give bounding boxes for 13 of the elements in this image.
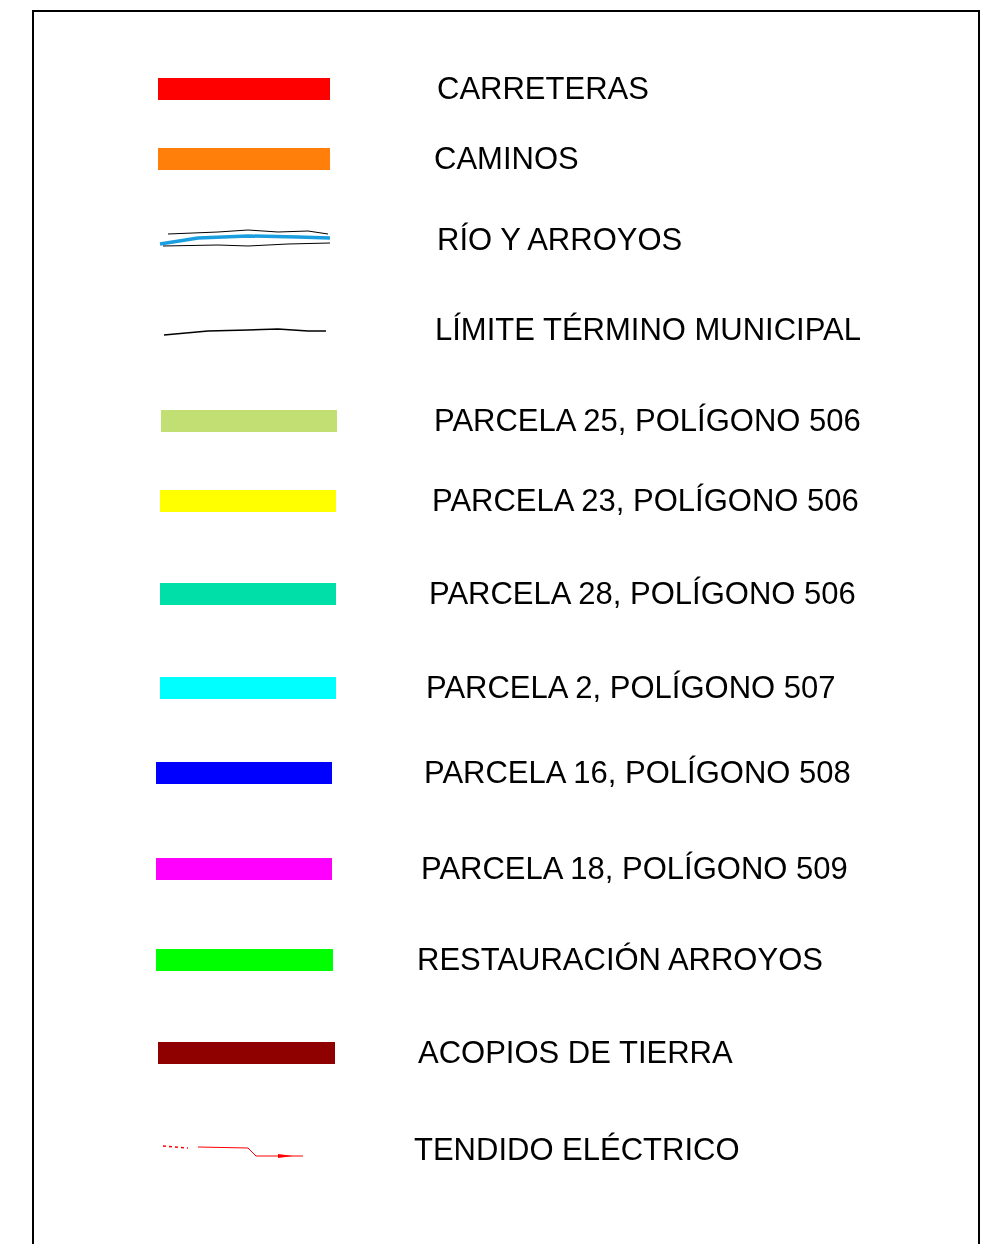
legend-label: PARCELA 23, POLÍGONO 506 [432,483,859,519]
legend-label: TENDIDO ELÉCTRICO [414,1132,740,1168]
legend-label: CAMINOS [434,141,579,177]
legend-label: PARCELA 18, POLÍGONO 509 [421,851,848,887]
legend-label: PARCELA 16, POLÍGONO 508 [424,755,851,791]
legend-label: RÍO Y ARROYOS [437,222,683,258]
legend-label: PARCELA 25, POLÍGONO 506 [434,403,861,439]
legend-label: CARRETERAS [437,71,649,107]
legend-label: LÍMITE TÉRMINO MUNICIPAL [435,312,861,348]
legend-label: PARCELA 28, POLÍGONO 506 [429,576,856,612]
legend-label: PARCELA 2, POLÍGONO 507 [426,670,836,706]
legend-label: RESTAURACIÓN ARROYOS [417,942,823,978]
legend-label: ACOPIOS DE TIERRA [418,1035,733,1071]
